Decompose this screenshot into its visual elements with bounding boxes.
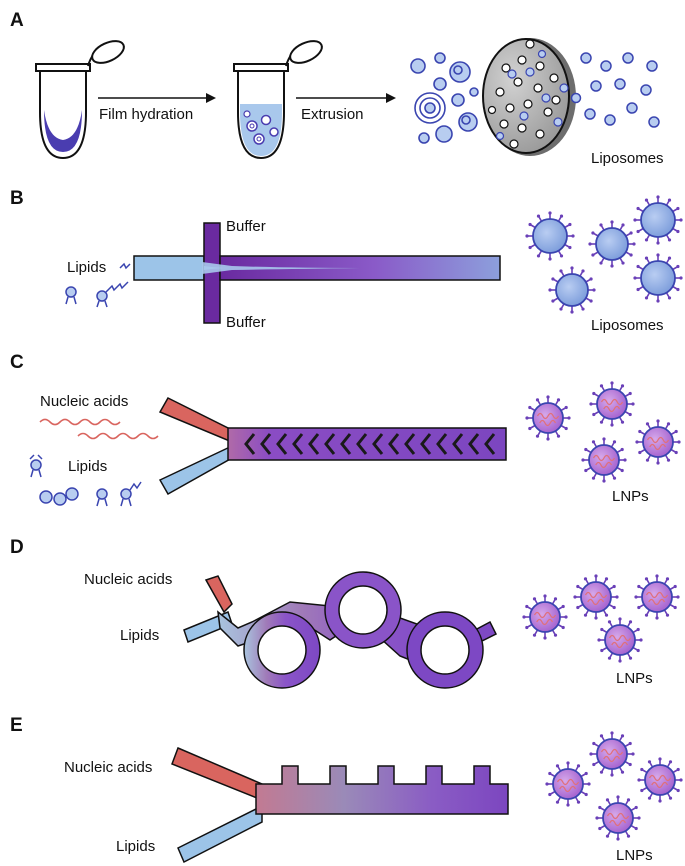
panel-b: B Buffer Buffer Lipids Liposomes (10, 188, 683, 334)
label-liposomes-b: Liposomes (591, 317, 664, 334)
tube-hydrated-icon (233, 40, 323, 160)
lnps-c-icon (525, 381, 681, 483)
panel-c: C Nucleic acids Lipids LNPs (10, 352, 681, 507)
lnp-particle-icon (637, 757, 683, 803)
lnp-particle-icon (597, 617, 643, 663)
panel-label-a: A (10, 10, 24, 31)
lnps-e-icon (545, 731, 683, 841)
panel-a: A Film hydration (10, 10, 664, 167)
lnp-particle-icon (589, 731, 635, 777)
extrusion-filter-membrane (482, 38, 576, 156)
liposomes-b-icon (525, 195, 683, 314)
label-lnps-e: LNPs (616, 847, 653, 864)
label-buffer-top: Buffer (226, 218, 266, 235)
serpentine-mixer-channel (171, 747, 509, 864)
tube-empty-icon (35, 40, 125, 160)
label-extrusion: Extrusion (301, 106, 364, 123)
small-liposomes-icon (570, 52, 660, 128)
panel-label-b: B (10, 188, 24, 209)
lnp-particle-icon (635, 419, 681, 465)
label-nucleic-acids-e: Nucleic acids (64, 759, 152, 776)
liposome-particle-icon (588, 220, 636, 268)
lnp-particle-icon (545, 761, 591, 807)
lipid-molecules-c-icon (29, 454, 142, 507)
lnp-particle-icon (581, 437, 627, 483)
herringbone-mixer-channel (158, 397, 507, 496)
liposome-particle-icon (633, 195, 683, 245)
lnp-particle-icon (522, 594, 568, 640)
label-lnps-d: LNPs (616, 670, 653, 687)
label-liposomes-a: Liposomes (591, 150, 664, 167)
label-lipids-c: Lipids (68, 458, 107, 475)
lnps-d-icon (522, 574, 680, 663)
nucleic-acid-strands-icon (39, 418, 159, 440)
panel-label-c: C (10, 352, 24, 373)
multilamellar-vesicles-icon (410, 52, 479, 144)
liposome-particle-icon (548, 266, 596, 314)
panel-label-d: D (10, 537, 24, 558)
lipid-molecule-icon (65, 262, 131, 308)
label-lnps-c: LNPs (612, 488, 649, 505)
panel-e: E Nucleic acids Lipids LNPs (10, 715, 683, 864)
label-lipids-b: Lipids (67, 259, 106, 276)
label-buffer-bottom: Buffer (226, 314, 266, 331)
panel-d: D Nucleic acids Lipids LNPs (10, 537, 680, 689)
hydrodynamic-focusing-channel (133, 222, 501, 324)
toroidal-mixer-channel (183, 571, 498, 689)
lnp-particle-icon (634, 574, 680, 620)
panel-label-e: E (10, 715, 23, 736)
lnp-particle-icon (589, 381, 635, 427)
lnp-particle-icon (573, 574, 619, 620)
label-film-hydration: Film hydration (99, 106, 193, 123)
liposome-particle-icon (525, 211, 575, 261)
label-nucleic-acids-c: Nucleic acids (40, 393, 128, 410)
lnp-particle-icon (525, 395, 571, 441)
liposome-particle-icon (633, 253, 683, 303)
label-nucleic-acids-d: Nucleic acids (84, 571, 172, 588)
label-lipids-e: Lipids (116, 838, 155, 855)
label-lipids-d: Lipids (120, 627, 159, 644)
lnp-particle-icon (595, 795, 641, 841)
